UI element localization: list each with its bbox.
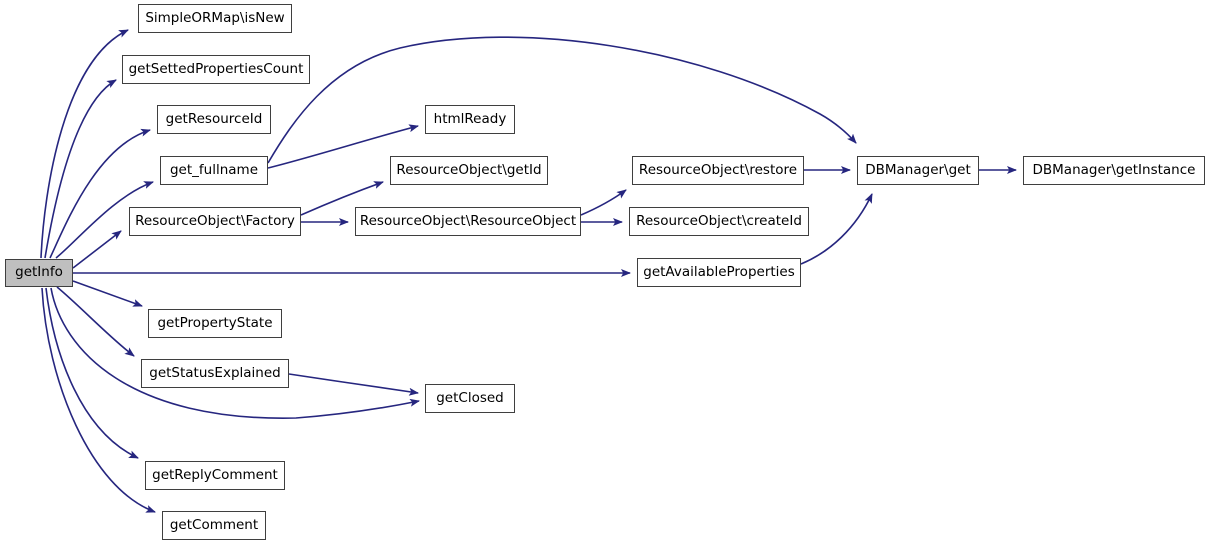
node-label: getReplyComment bbox=[152, 466, 278, 483]
node-resourceobject-factory[interactable]: ResourceObject\Factory bbox=[129, 207, 301, 236]
edge-getinfo-getstatusexplained bbox=[56, 286, 135, 357]
node-label: ResourceObject\createId bbox=[636, 212, 802, 229]
node-dbmanager-getinstance[interactable]: DBManager\getInstance bbox=[1023, 156, 1205, 185]
node-label: getStatusExplained bbox=[149, 364, 281, 381]
node-label: htmlReady bbox=[433, 110, 507, 127]
edge-getstatusexplained-getclosed bbox=[288, 373, 419, 396]
node-getresourceid[interactable]: getResourceId bbox=[157, 105, 271, 134]
node-resourceobject-resourceobject[interactable]: ResourceObject\ResourceObject bbox=[355, 207, 581, 236]
node-getpropertystate[interactable]: getPropertyState bbox=[148, 309, 282, 338]
node-label: getResourceId bbox=[165, 110, 263, 127]
edge-getinfo-getcomment bbox=[41, 287, 156, 513]
node-label: ResourceObject\getId bbox=[396, 161, 542, 178]
node-label: DBManager\get bbox=[865, 161, 971, 178]
node-label: ResourceObject\restore bbox=[638, 161, 798, 178]
node-htmlready[interactable]: htmlReady bbox=[425, 105, 515, 134]
node-simpleormap-isnew[interactable]: SimpleORMap\isNew bbox=[138, 4, 292, 33]
node-label: DBManager\getInstance bbox=[1032, 161, 1196, 178]
edge-getinfo-resourceobject-factory bbox=[72, 230, 122, 269]
node-getavailableproperties[interactable]: getAvailableProperties bbox=[637, 258, 801, 287]
node-label: getComment bbox=[169, 516, 259, 533]
node-resourceobject-createid[interactable]: ResourceObject\createId bbox=[629, 207, 809, 236]
node-label: getPropertyState bbox=[157, 314, 273, 331]
edge-ctor-resourceobject-restore bbox=[580, 189, 627, 216]
node-resourceobject-getid[interactable]: ResourceObject\getId bbox=[390, 156, 548, 185]
edge-getinfo-get_fullname bbox=[55, 181, 154, 259]
node-label: getInfo bbox=[15, 264, 63, 281]
node-getreplycomment[interactable]: getReplyComment bbox=[145, 461, 285, 490]
edge-getavailableproperties-dbmanager-get bbox=[800, 193, 873, 265]
edge-factory-resourceobject-getid bbox=[300, 181, 384, 216]
node-label: getClosed bbox=[436, 389, 504, 406]
node-label: ResourceObject\Factory bbox=[135, 212, 295, 229]
node-label: get_fullname bbox=[169, 161, 258, 178]
edge-getinfo-getreplycomment bbox=[45, 287, 139, 459]
edge-getinfo-getsettedpropertiescount bbox=[44, 79, 117, 259]
node-getcomment[interactable]: getComment bbox=[162, 511, 266, 540]
node-label: ResourceObject\ResourceObject bbox=[359, 212, 577, 229]
node-label: getAvailableProperties bbox=[643, 263, 795, 280]
node-getclosed[interactable]: getClosed bbox=[425, 384, 515, 413]
node-getinfo[interactable]: getInfo bbox=[5, 259, 73, 287]
node-getstatusexplained[interactable]: getStatusExplained bbox=[141, 359, 289, 388]
node-dbmanager-get[interactable]: DBManager\get bbox=[857, 156, 979, 185]
edge-getinfo-getresourceid bbox=[49, 128, 151, 259]
edge-getinfo-getclosed bbox=[50, 287, 420, 419]
edge-get_fullname-htmlready bbox=[267, 124, 419, 169]
node-get-fullname[interactable]: get_fullname bbox=[160, 156, 268, 185]
node-getsettedpropertiescount[interactable]: getSettedPropertiesCount bbox=[122, 55, 310, 84]
node-label: SimpleORMap\isNew bbox=[145, 9, 285, 26]
edge-group bbox=[40, 29, 1017, 513]
edge-get_fullname-dbmanager-get bbox=[267, 36, 857, 164]
node-resourceobject-restore[interactable]: ResourceObject\restore bbox=[632, 156, 804, 185]
edge-getinfo-simpleormap-isnew bbox=[40, 29, 129, 259]
node-label: getSettedPropertiesCount bbox=[128, 60, 304, 77]
edge-getinfo-getpropertystate bbox=[72, 280, 143, 307]
